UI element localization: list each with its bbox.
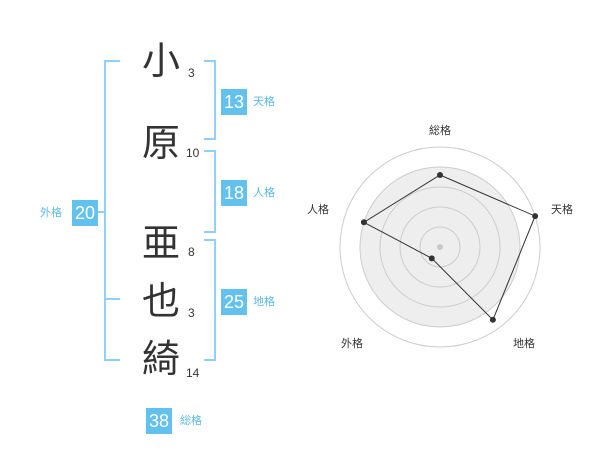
- radar-ring-2: [399, 206, 481, 288]
- gaikaku-value: 20: [72, 200, 98, 226]
- gaikaku-bracket-tick: [104, 298, 120, 300]
- radar-axis-label-gaikaku: 外格: [341, 337, 363, 350]
- radar-point-3: [489, 316, 496, 323]
- stroke-count-1: 3: [188, 66, 195, 80]
- radar-point-5: [360, 219, 367, 226]
- radar-ring-4: [359, 166, 521, 328]
- tenkaku-bracket: [204, 60, 216, 140]
- tenkaku-value: 13: [221, 89, 247, 115]
- radar-ring-3: [379, 186, 501, 308]
- name-char-1: 小: [141, 39, 180, 83]
- radar-center-dot: [437, 244, 443, 250]
- stroke-count-5: 14: [186, 366, 200, 380]
- jinkaku-value: 18: [221, 180, 247, 206]
- radar-chart: [339, 146, 541, 348]
- radar-axis-label-tenkaku: 天格: [551, 203, 573, 216]
- radar-ring-5: [339, 146, 541, 348]
- radar-point-1: [437, 172, 443, 178]
- radar-axis-label-soukaku: 総格: [429, 124, 451, 137]
- soukaku-value: 38: [146, 408, 172, 434]
- gaikaku-bracket: [104, 60, 120, 361]
- chikaku-bracket: [204, 239, 216, 361]
- name-char-3: 亜: [141, 221, 180, 265]
- radar-point-4: [428, 255, 435, 262]
- gaikaku-label: 外格: [40, 206, 62, 219]
- jinkaku-bracket: [204, 150, 216, 233]
- tenkaku-label: 天格: [253, 95, 275, 108]
- soukaku-label: 総格: [180, 414, 202, 427]
- stroke-count-4: 3: [188, 306, 195, 320]
- gaikaku-bracket-stem: [98, 211, 106, 213]
- name-char-4: 也: [141, 279, 180, 323]
- stroke-count-2: 10: [186, 146, 200, 160]
- radar-axis-label-chikaku: 地格: [513, 337, 535, 350]
- jinkaku-label: 人格: [253, 186, 275, 199]
- radar-series-line: [362, 174, 536, 321]
- name-char-5: 綺: [141, 337, 180, 381]
- radar-point-2: [532, 213, 539, 220]
- name-char-2: 原: [141, 121, 180, 165]
- stroke-count-3: 8: [188, 245, 195, 259]
- radar-axis-label-jinkaku: 人格: [307, 203, 329, 216]
- chikaku-label: 地格: [253, 295, 275, 308]
- chikaku-value: 25: [221, 289, 247, 315]
